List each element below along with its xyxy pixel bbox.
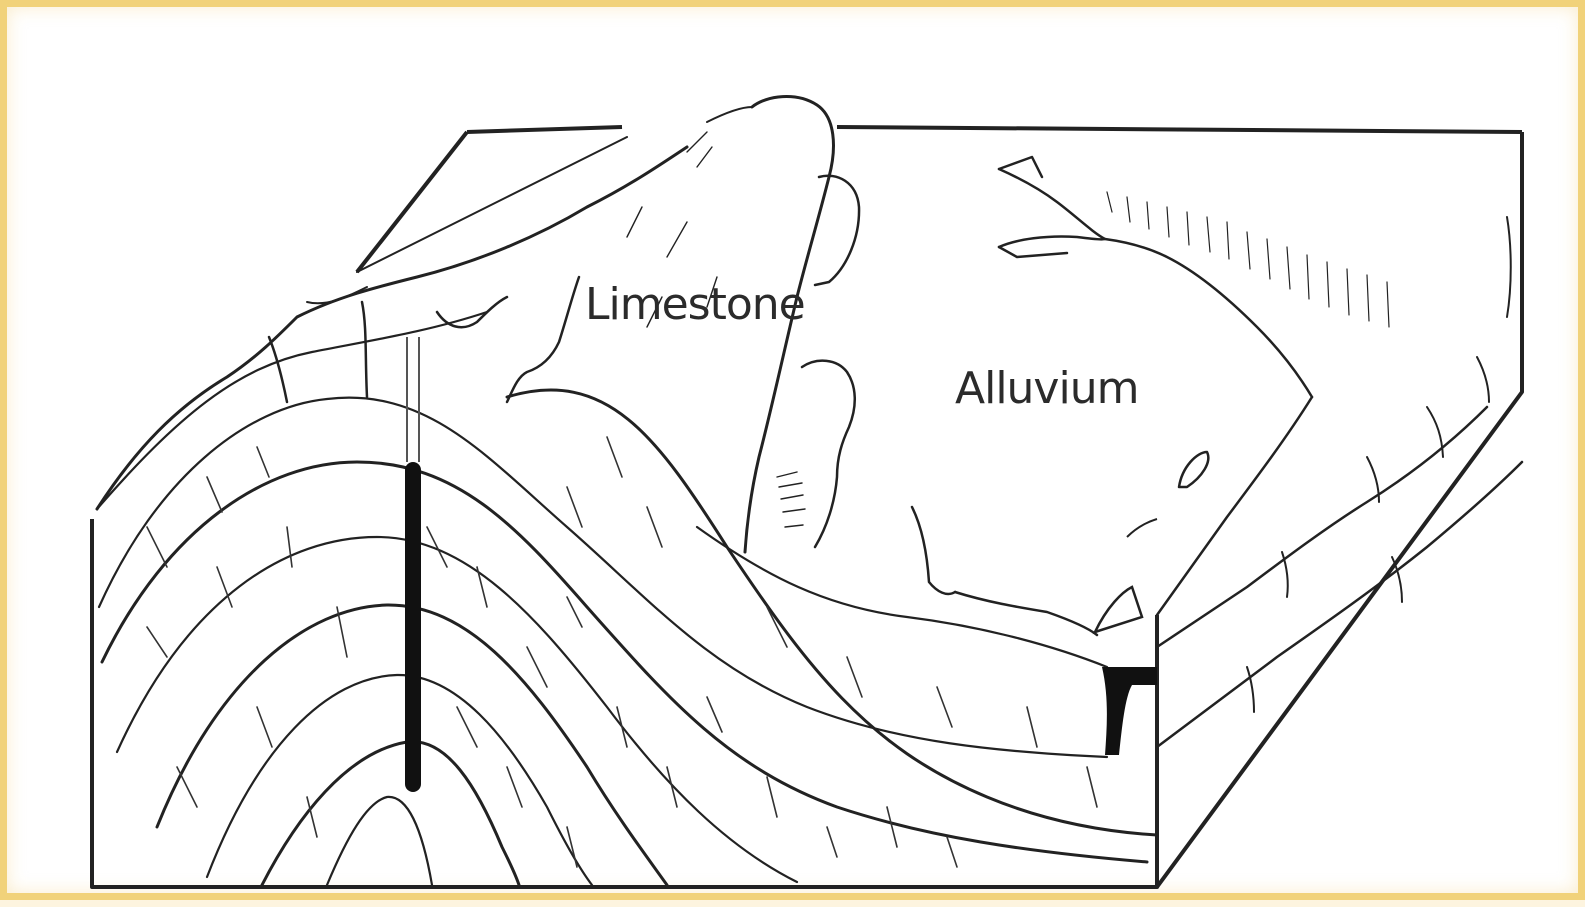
geologic-block-diagram	[7, 7, 1585, 907]
limestone-label: Limestone	[585, 279, 805, 330]
joint-marks	[147, 437, 1097, 867]
stream-channel	[1095, 519, 1157, 755]
alluvium-valley	[955, 157, 1522, 747]
block-outline	[92, 127, 1522, 887]
surface-topography	[97, 97, 955, 594]
borehole-well	[405, 337, 421, 792]
alluvium-label: Alluvium	[955, 363, 1138, 414]
